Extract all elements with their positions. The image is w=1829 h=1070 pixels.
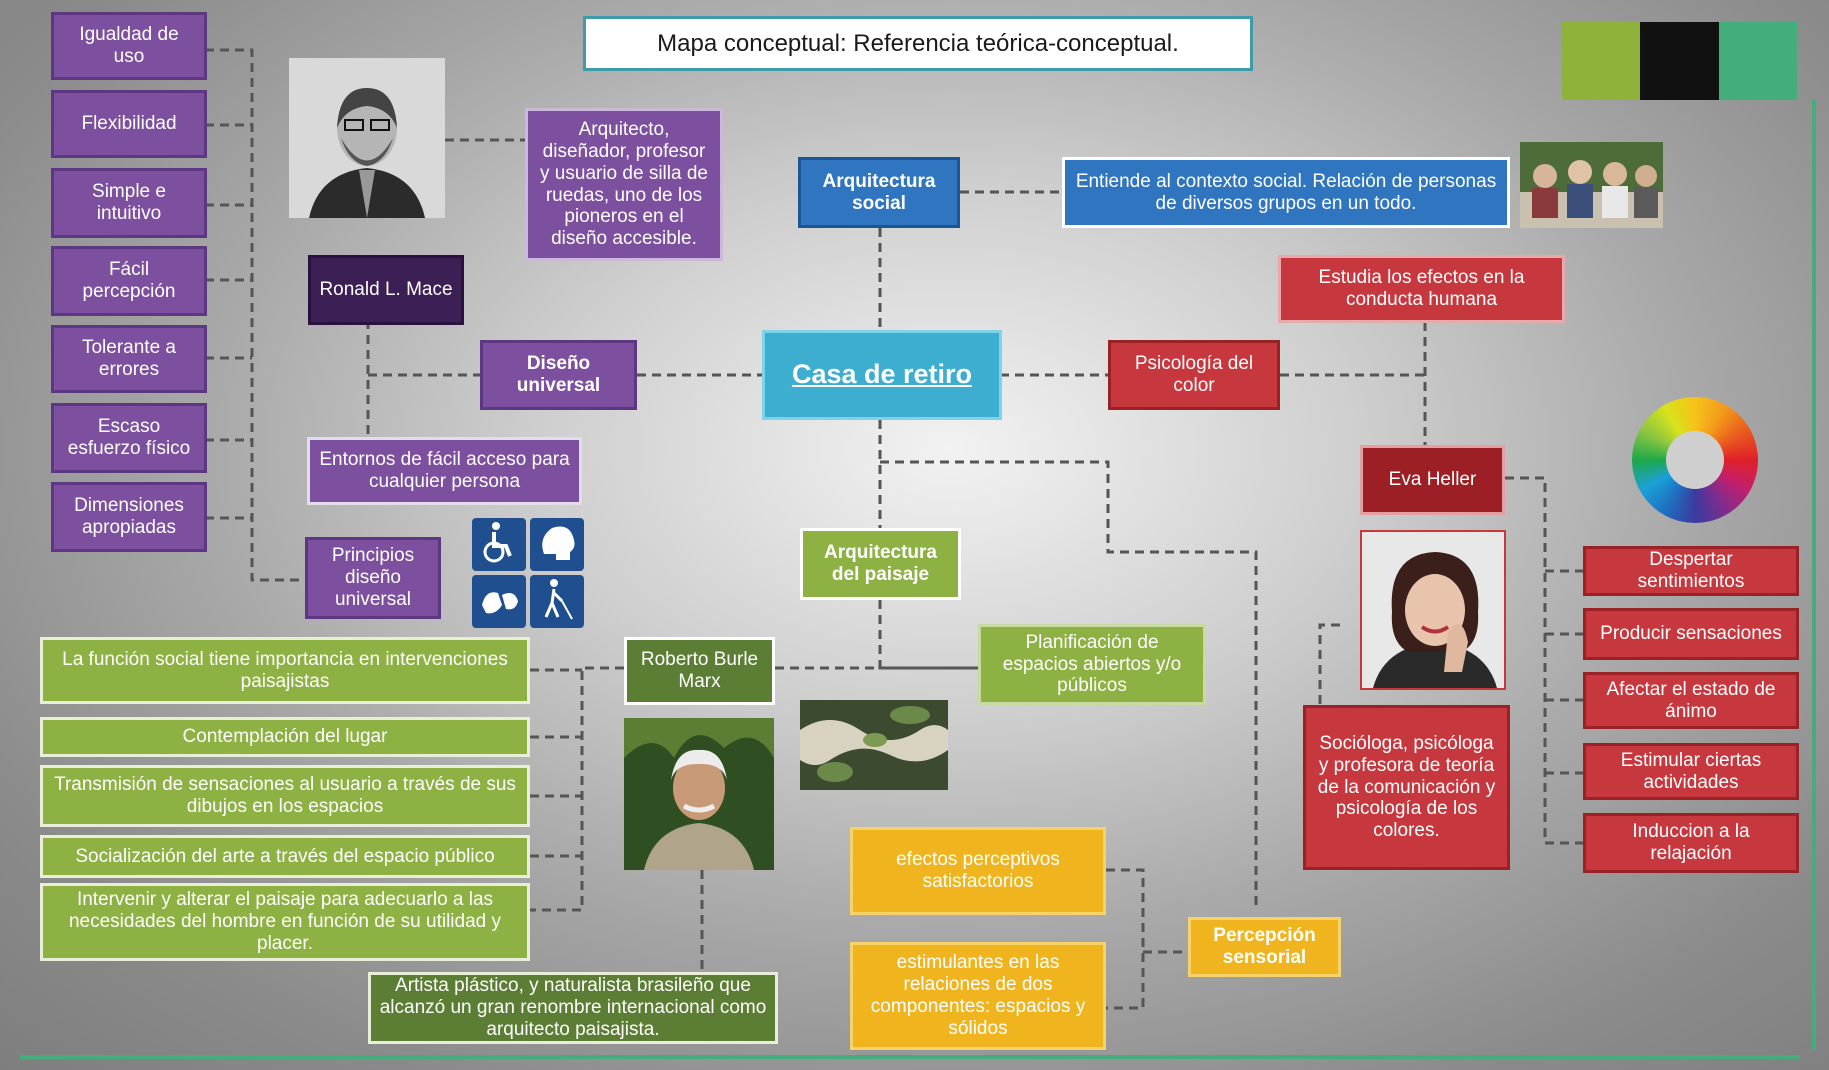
mace-description: Arquitecto, diseñador, profesor y usuari…	[525, 108, 723, 261]
arquitectura-social: Arquitectura social	[798, 157, 960, 228]
swatch-green	[1562, 22, 1641, 100]
heller-description: Socióloga, psicóloga y profesora de teor…	[1303, 705, 1510, 870]
right-divider	[1812, 100, 1816, 1050]
planificacion-espacios: Planificación de espacios abiertos y/o p…	[978, 624, 1206, 705]
color-swatches	[1562, 22, 1797, 100]
idea-funcion-social: La función social tiene importancia en i…	[40, 637, 530, 704]
burle-marx-name: Roberto Burle Marx	[624, 637, 775, 705]
color-wheel-icon	[1632, 397, 1758, 523]
ronald-mace-photo	[289, 58, 445, 218]
principle-tolerante: Tolerante a errores	[51, 325, 207, 393]
principle-igualdad: Igualdad de uso	[51, 12, 207, 80]
principle-esfuerzo: Escaso esfuerzo físico	[51, 403, 207, 473]
page-title: Mapa conceptual: Referencia teórica-conc…	[583, 16, 1253, 71]
diseno-universal: Diseño universal	[480, 340, 637, 410]
idea-transmision: Transmisión de sensaciones al usuario a …	[40, 765, 530, 827]
effect-induccion: Induccion a la relajación	[1583, 813, 1799, 873]
burle-marx-description: Artista plástico, y naturalista brasileñ…	[368, 972, 778, 1044]
center-node: Casa de retiro	[762, 330, 1002, 420]
psicologia-color: Psicología del color	[1108, 340, 1280, 410]
eva-heller-photo	[1360, 530, 1506, 690]
effect-estimular: Estimular ciertas actividades	[1583, 743, 1799, 800]
mace-name: Ronald L. Mace	[308, 255, 464, 325]
effect-despertar: Despertar sentimientos	[1583, 546, 1799, 596]
idea-intervenir: Intervenir y alterar el paisaje para ade…	[40, 883, 530, 961]
estudia-efectos: Estudia los efectos en la conducta human…	[1278, 255, 1565, 323]
elderly-group-photo	[1520, 142, 1663, 228]
sign-language-icon	[472, 575, 526, 628]
efectos-perceptivos: efectos perceptivos satisfactorios	[850, 827, 1106, 915]
idea-contemplacion: Contemplación del lugar	[40, 717, 530, 757]
wheelchair-icon	[472, 518, 526, 571]
principle-percepcion: Fácil percepción	[51, 246, 207, 316]
principle-dimensiones: Dimensiones apropiadas	[51, 482, 207, 552]
swatch-teal	[1718, 22, 1797, 100]
principle-simple: Simple e intuitivo	[51, 168, 207, 238]
principle-flexibilidad: Flexibilidad	[51, 90, 207, 158]
percepcion-sensorial: Percepción sensorial	[1188, 917, 1341, 977]
principios-diseno: Principios diseño universal	[305, 537, 441, 619]
social-description: Entiende al contexto social. Relación de…	[1062, 157, 1510, 228]
effect-afectar: Afectar el estado de ánimo	[1583, 672, 1799, 729]
entornos-acceso: Entornos de fácil acceso para cualquier …	[307, 437, 582, 505]
arquitectura-paisaje: Arquitectura del paisaje	[800, 528, 961, 600]
accessibility-icons	[472, 518, 584, 628]
eva-heller-name: Eva Heller	[1360, 445, 1505, 515]
landscape-aerial-photo	[800, 700, 948, 790]
idea-socializacion: Socialización del arte a través del espa…	[40, 835, 530, 878]
swatch-black	[1640, 22, 1719, 100]
estimulantes-relaciones: estimulantes en las relaciones de dos co…	[850, 942, 1106, 1050]
burle-marx-photo	[624, 718, 774, 870]
bottom-divider	[20, 1055, 1800, 1059]
brain-icon	[530, 518, 584, 571]
effect-producir: Producir sensaciones	[1583, 608, 1799, 660]
blind-person-icon	[530, 575, 584, 628]
